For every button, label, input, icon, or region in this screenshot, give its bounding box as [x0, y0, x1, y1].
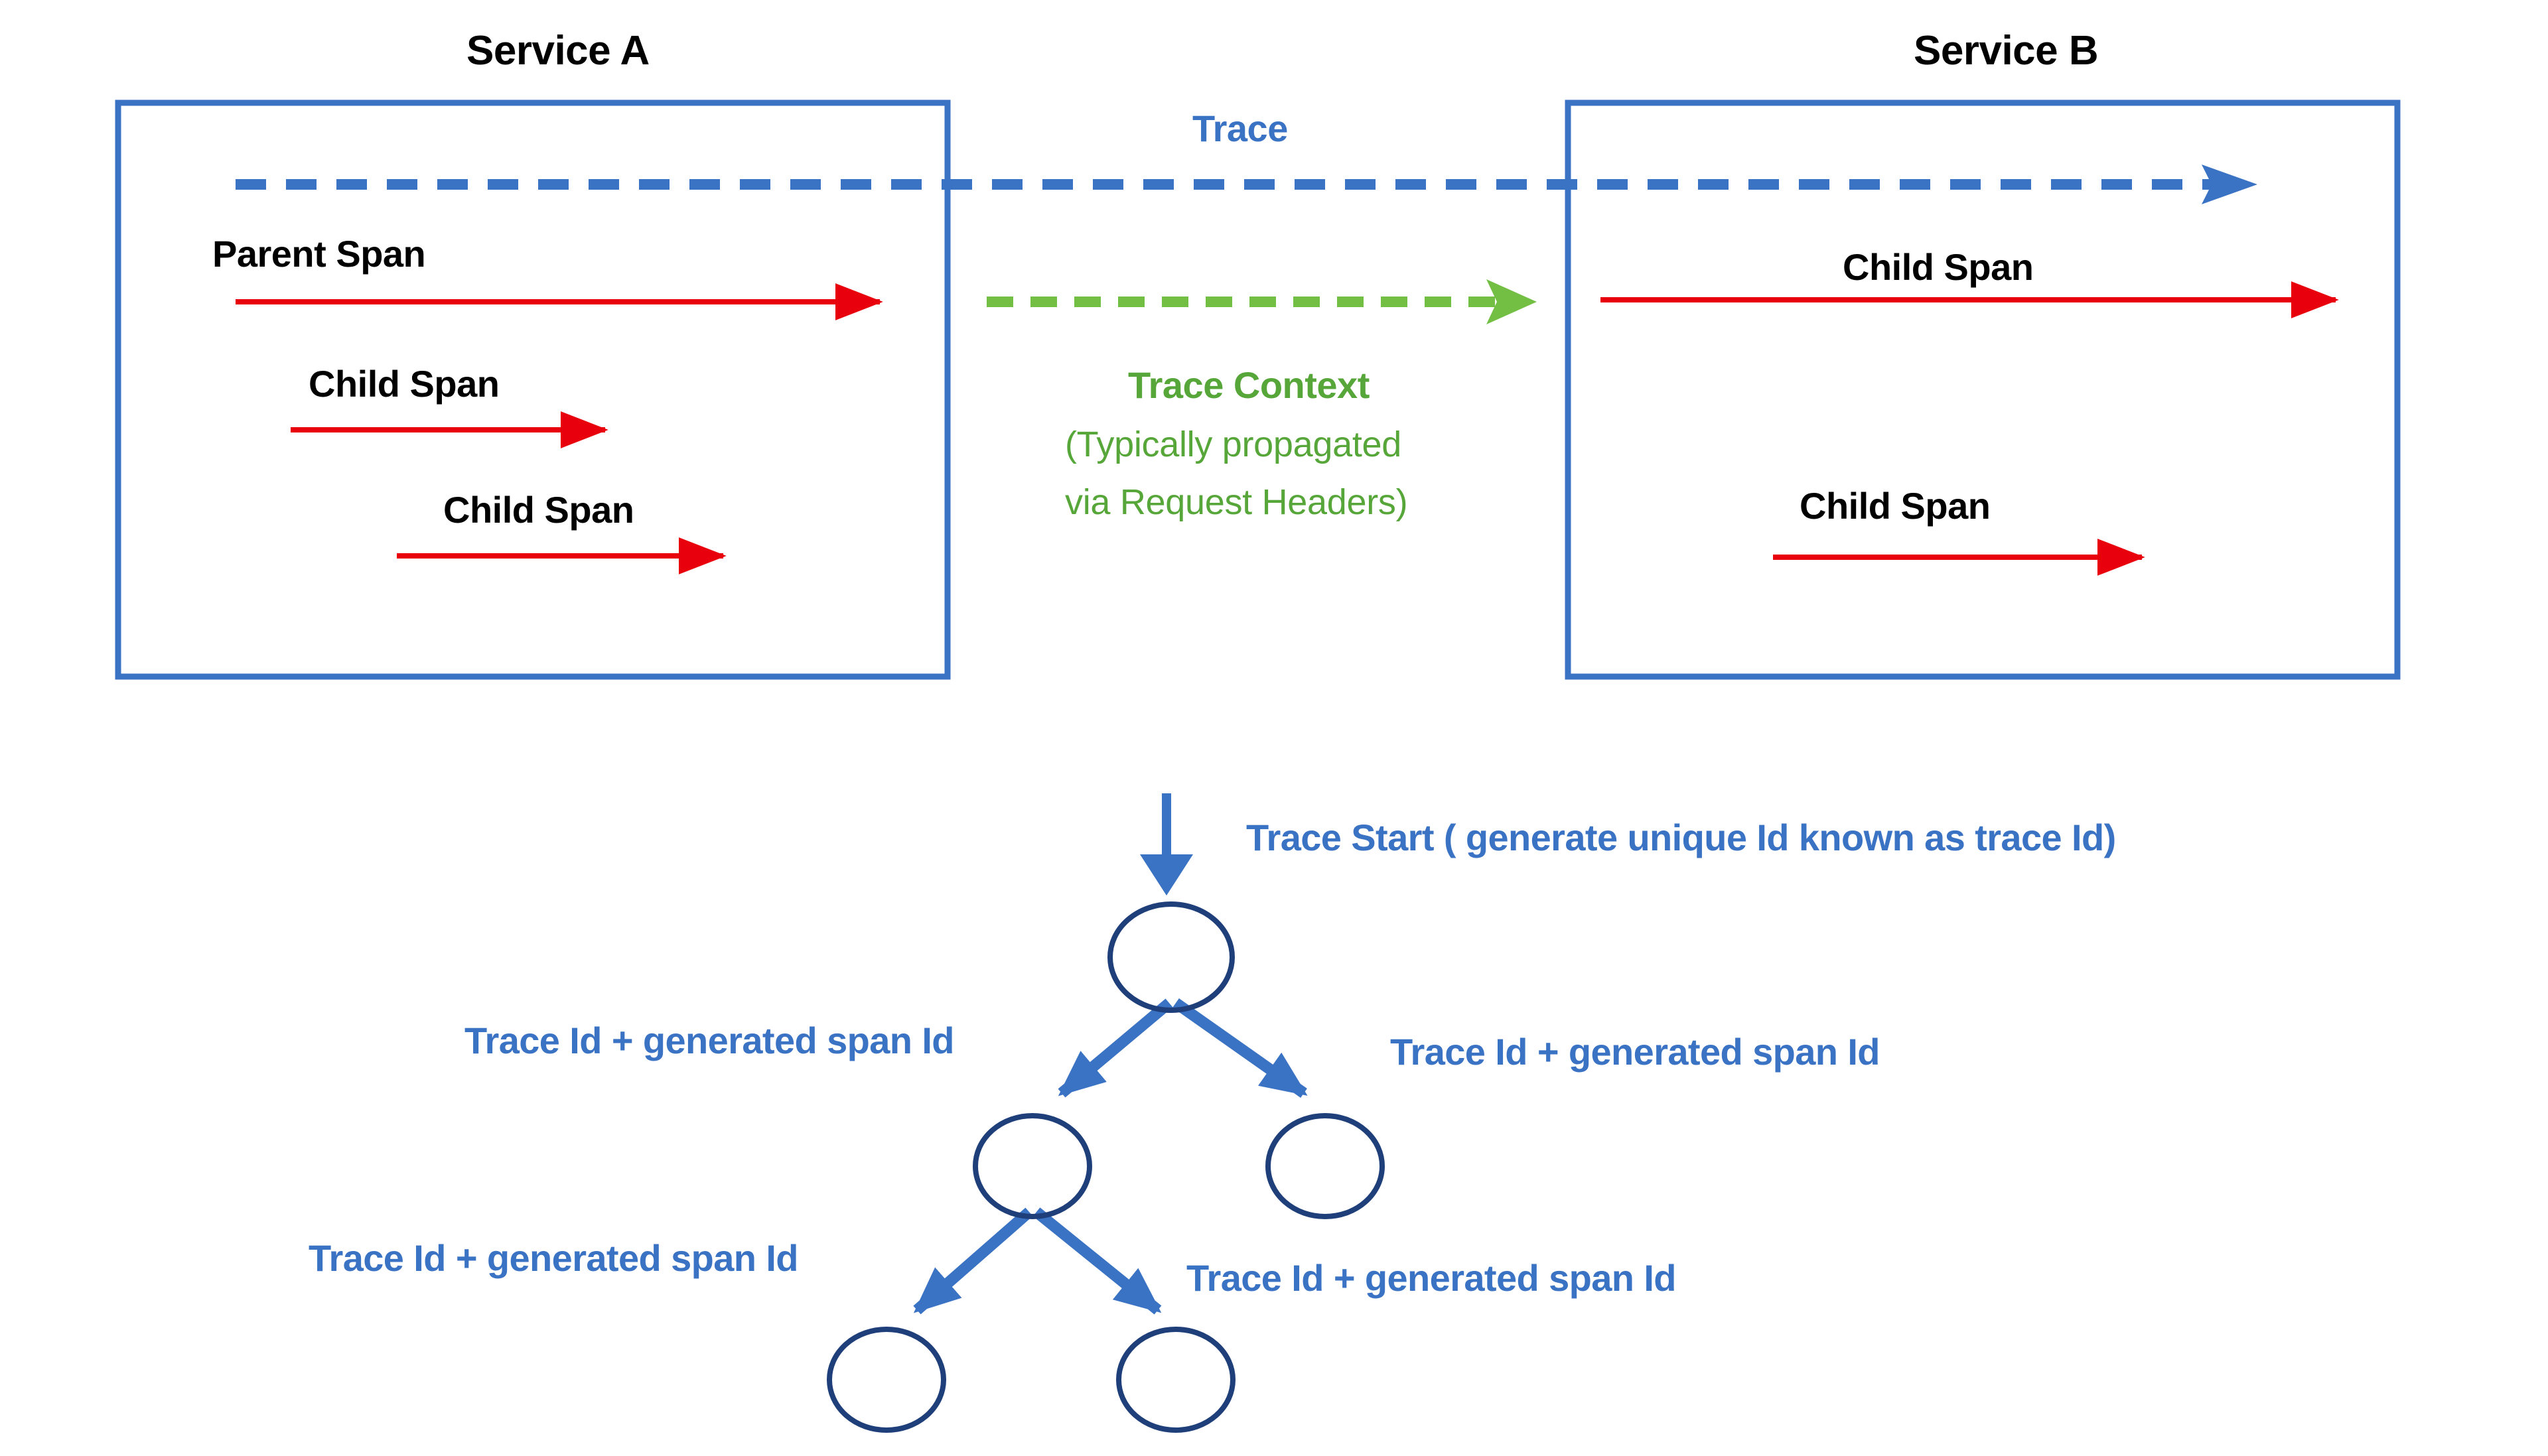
- trace-context-arrow-head: [1486, 279, 1537, 324]
- trace-arrow-head: [2202, 165, 2257, 204]
- tree-edge-root-left: [1058, 998, 1173, 1098]
- tree-edge-label-mid-left: Trace Id + generated span Id: [309, 1237, 799, 1279]
- tree-node-mid-left: [973, 1113, 1092, 1219]
- tree-node-root: [1107, 901, 1235, 1013]
- tree-entry-arrow-head: [1140, 854, 1193, 895]
- tree-root-label: Trace Start ( generate unique Id known a…: [1246, 817, 2116, 858]
- tree-node-leaf-right: [1116, 1327, 1236, 1433]
- tree-edge-mid-left: [913, 1207, 1033, 1315]
- tree-edge-root-right: [1172, 998, 1308, 1098]
- span-label-child-a1: Child Span: [309, 363, 500, 405]
- tree-node-mid-right: [1265, 1113, 1385, 1219]
- tree-edge-label-mid-right: Trace Id + generated span Id: [1186, 1257, 1677, 1299]
- tree-edge-mid-right: [1032, 1207, 1162, 1315]
- tree-edge-label-root-left: Trace Id + generated span Id: [464, 1020, 955, 1061]
- service-a-box: [115, 99, 951, 680]
- trace-label: Trace: [1192, 107, 1288, 149]
- tree-edge-label-root-right: Trace Id + generated span Id: [1390, 1031, 1880, 1073]
- span-label-child-b2: Child Span: [1800, 485, 1991, 527]
- trace-context-note-line2: via Request Headers): [1065, 482, 1408, 522]
- service-a-title: Service A: [466, 28, 650, 74]
- span-label-parent-a: Parent Span: [212, 233, 426, 275]
- tree-node-leaf-left: [827, 1327, 946, 1433]
- service-b-box: [1565, 99, 2401, 680]
- trace-context-title: Trace Context: [1128, 364, 1370, 406]
- trace-context-note-line1: (Typically propagated: [1065, 425, 1401, 464]
- service-b-title: Service B: [1914, 28, 2099, 74]
- span-label-child-b1: Child Span: [1843, 246, 2034, 288]
- span-label-child-a2: Child Span: [443, 489, 634, 531]
